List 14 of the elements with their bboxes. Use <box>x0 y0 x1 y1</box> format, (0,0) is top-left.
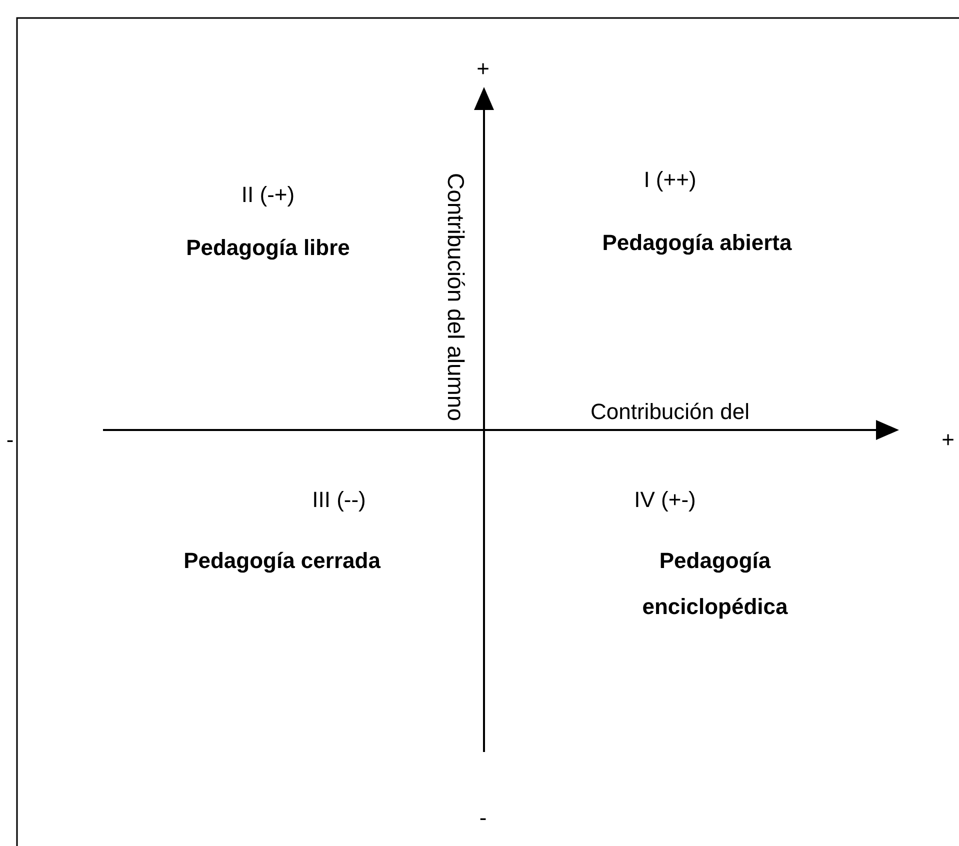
quadrant-title: Pedagogía abierta <box>602 229 792 258</box>
quadrant-title: Pedagogía cerrada <box>184 547 380 576</box>
axis-end-sign: - <box>479 804 487 832</box>
quadrant-label: III (--) <box>312 486 366 514</box>
axis-end-sign: + <box>476 55 490 84</box>
quadrant-title: Pedagogía enciclopédica <box>641 547 789 621</box>
quadrant-label: II (-+) <box>241 181 295 210</box>
axis-end-sign: - <box>6 426 14 454</box>
axis-end-sign: + <box>942 426 954 454</box>
axis-label: Contribución del alumno <box>442 172 470 422</box>
quadrant-title: Pedagogía libre <box>186 234 350 262</box>
axis-label: Contribución del <box>590 398 750 426</box>
quadrant-label: IV (+-) <box>634 486 696 514</box>
quadrant-label: I (++) <box>644 166 696 194</box>
